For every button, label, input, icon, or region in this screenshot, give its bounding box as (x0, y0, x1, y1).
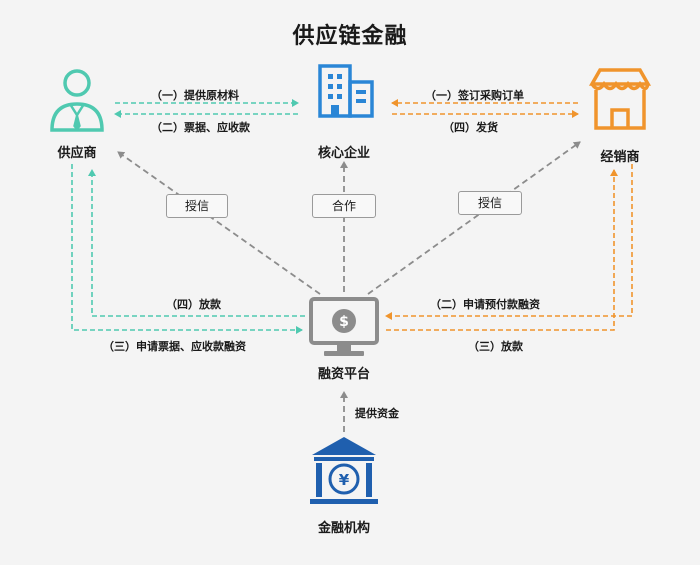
bank-icon: ¥ (310, 437, 378, 504)
box-credit-supplier: 授信 (166, 194, 228, 218)
node-platform-label: 融资平台 (317, 367, 370, 382)
store-icon (588, 68, 652, 130)
arrow-credit-distributor (367, 141, 581, 295)
arrow-credit-supplier (117, 151, 321, 295)
page-title: 供应链金融 (292, 24, 408, 49)
node-bank-label: 金融机构 (317, 521, 370, 536)
svg-text:¥: ¥ (339, 471, 350, 489)
edge-label-apply-prepay: （二）申请预付款融资 (430, 298, 540, 311)
edge-label-release-supplier: （四）放款 (166, 298, 221, 311)
node-core-label: 核心企业 (317, 146, 370, 161)
edge-label-supply-materials: （一）提供原材料 (151, 89, 239, 102)
box-cooperate: 合作 (312, 194, 376, 218)
arrow-apply-prepay (385, 164, 633, 320)
arrow-release-supplier (88, 169, 305, 317)
edge-label-apply-bills: （三）申请票据、应收款融资 (103, 340, 246, 353)
monitor-dollar-icon: $ (309, 297, 379, 356)
edge-label-release-distributor: （三）放款 (468, 340, 523, 353)
core-enterprise-icon (318, 64, 374, 118)
edge-label-ship: （四）发货 (443, 121, 498, 134)
svg-text:$: $ (339, 314, 349, 330)
node-distributor-label: 经销商 (600, 150, 640, 165)
node-supplier-label: 供应商 (57, 146, 97, 161)
edge-label-sign-order: （一）签订采购订单 (425, 89, 524, 102)
edge-label-bills-receivables: （二）票据、应收款 (151, 121, 250, 134)
box-credit-distributor: 授信 (458, 191, 522, 215)
arrow-release-distributor (386, 169, 618, 331)
supplier-icon (50, 69, 104, 132)
edge-label-provide-funds: 提供资金 (355, 407, 399, 420)
